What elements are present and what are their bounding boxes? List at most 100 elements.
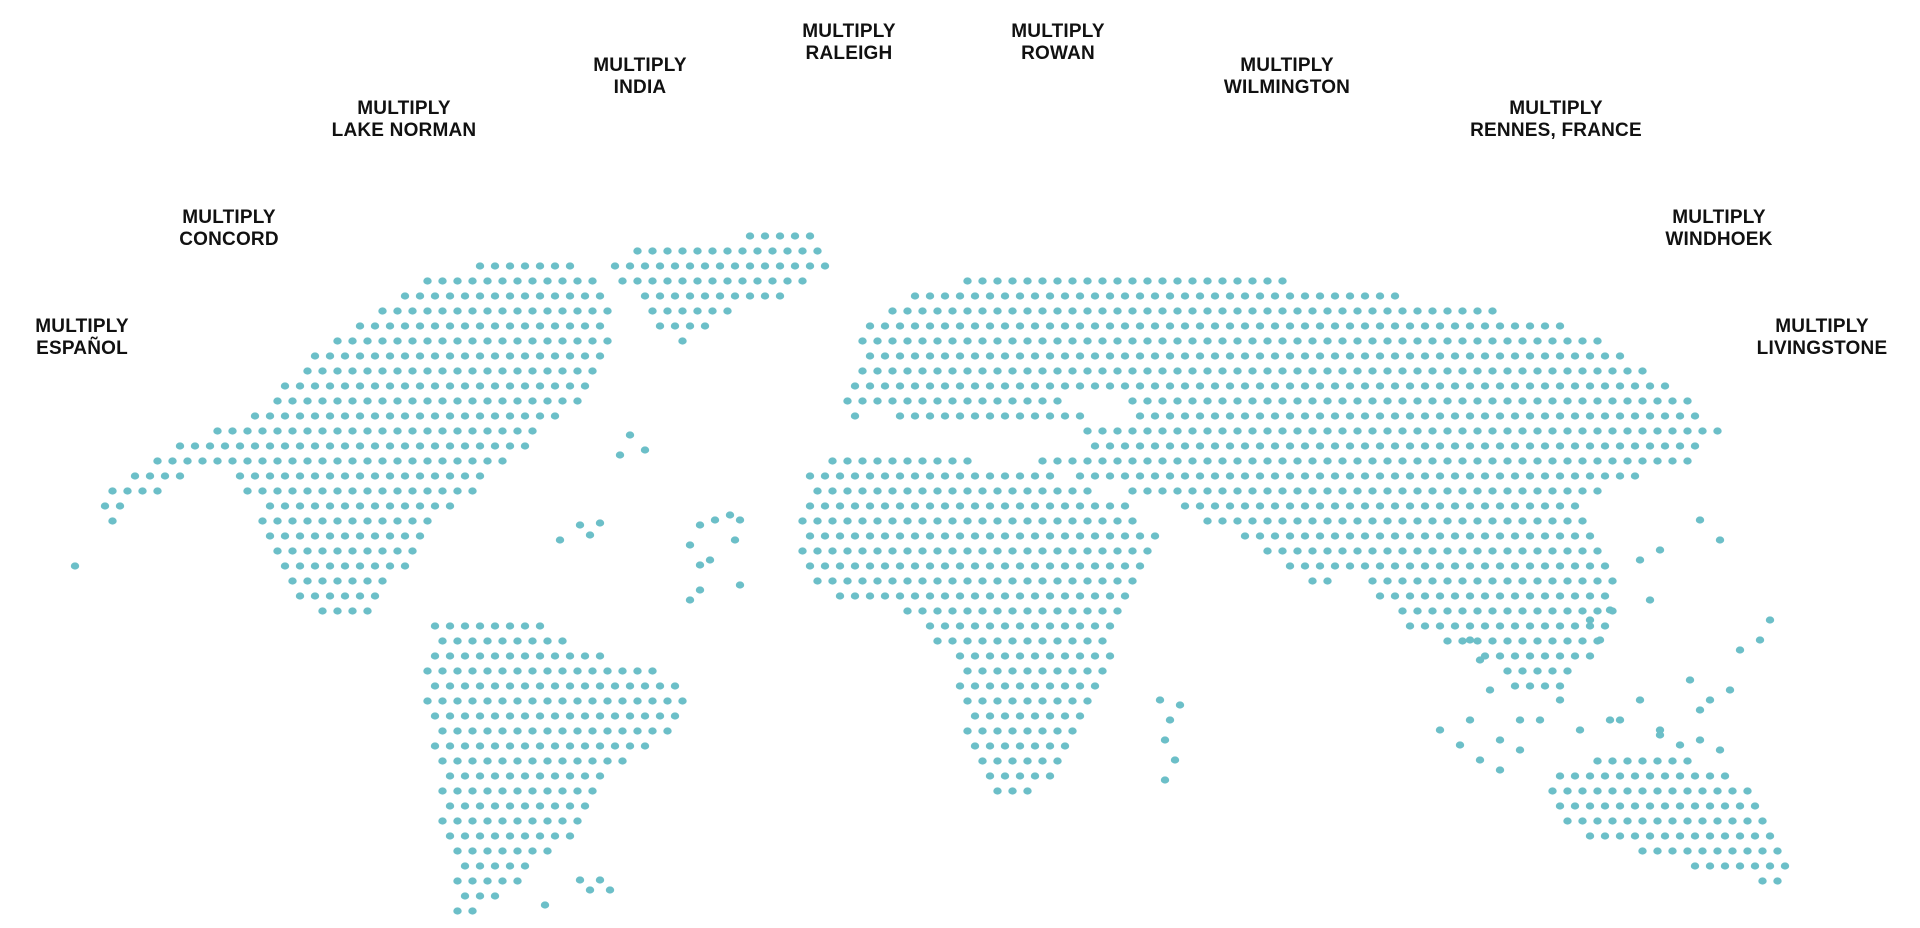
- map-dot: [1518, 637, 1527, 645]
- map-dot: [115, 502, 125, 510]
- map-dot: [798, 277, 807, 285]
- map-dot: [550, 352, 560, 360]
- location-link-wilmington[interactable]: MULTIPLY WILMINGTON: [1224, 55, 1350, 99]
- map-dot: [1555, 502, 1565, 510]
- map-dot: [565, 772, 575, 780]
- map-dot: [1278, 517, 1287, 525]
- map-dot: [273, 487, 282, 495]
- map-dot: [573, 667, 582, 675]
- map-dot: [1255, 532, 1265, 540]
- map-dot: [1248, 337, 1257, 345]
- map-dot: [1195, 382, 1205, 390]
- location-link-espanol[interactable]: MULTIPLY ESPAÑOL: [35, 316, 128, 360]
- location-link-livingstone[interactable]: MULTIPLY LIVINGSTONE: [1757, 316, 1888, 360]
- map-dot: [1623, 787, 1632, 795]
- map-dot: [310, 472, 320, 480]
- map-dot: [1518, 337, 1527, 345]
- map-dot: [453, 277, 462, 285]
- map-dot: [1600, 562, 1610, 570]
- map-dot: [505, 682, 515, 690]
- map-dot: [1390, 472, 1400, 480]
- map-dot: [1120, 382, 1130, 390]
- map-dot: [1248, 517, 1257, 525]
- map-dot: [1030, 712, 1040, 720]
- map-dot: [1353, 517, 1362, 525]
- map-dot: [1038, 277, 1047, 285]
- map-dot: [1683, 847, 1692, 855]
- map-dot: [400, 322, 410, 330]
- map-dot: [475, 292, 485, 300]
- map-dot: [745, 292, 755, 300]
- map-dot: [550, 652, 560, 660]
- map-dot: [1615, 716, 1625, 724]
- map-dot: [1728, 847, 1737, 855]
- map-dot: [295, 562, 305, 570]
- map-dot: [730, 292, 740, 300]
- map-dot: [1555, 622, 1565, 630]
- location-link-lake-norman[interactable]: MULTIPLY LAKE NORMAN: [332, 98, 477, 142]
- map-dot: [1503, 637, 1512, 645]
- map-dot: [678, 277, 687, 285]
- map-dot: [295, 502, 305, 510]
- map-dot: [1473, 607, 1482, 615]
- map-dot: [588, 757, 597, 765]
- map-dot: [445, 472, 455, 480]
- map-dot: [1000, 592, 1010, 600]
- map-dot: [1255, 502, 1265, 510]
- map-dot: [1420, 472, 1430, 480]
- map-dot: [903, 367, 912, 375]
- map-dot: [1360, 442, 1370, 450]
- map-dot: [603, 337, 612, 345]
- map-dot: [1113, 607, 1122, 615]
- map-dot: [925, 532, 935, 540]
- map-dot: [1473, 517, 1482, 525]
- map-dot: [393, 487, 402, 495]
- map-dot: [1360, 472, 1370, 480]
- map-dot: [820, 562, 830, 570]
- location-link-rowan[interactable]: MULTIPLY ROWAN: [1011, 21, 1104, 65]
- map-dot: [1300, 412, 1310, 420]
- map-dot: [475, 322, 485, 330]
- map-dot: [948, 637, 957, 645]
- map-dot: [273, 397, 282, 405]
- map-dot: [843, 547, 852, 555]
- map-dot: [1053, 487, 1062, 495]
- location-link-raleigh[interactable]: MULTIPLY RALEIGH: [802, 21, 895, 65]
- map-dot: [565, 292, 575, 300]
- map-dot: [513, 277, 522, 285]
- map-dot: [1345, 502, 1355, 510]
- map-dot: [1030, 412, 1040, 420]
- map-dot: [865, 472, 875, 480]
- location-link-india[interactable]: MULTIPLY INDIA: [593, 55, 686, 99]
- map-dot: [325, 562, 335, 570]
- map-dot: [445, 382, 455, 390]
- map-dot: [288, 397, 297, 405]
- map-dot: [543, 397, 552, 405]
- map-dot: [1128, 397, 1137, 405]
- map-dot: [1555, 382, 1565, 390]
- map-dot: [735, 581, 745, 589]
- map-dot: [438, 367, 447, 375]
- map-dot: [370, 412, 380, 420]
- map-dot: [1233, 307, 1242, 315]
- map-dot: [1458, 517, 1467, 525]
- map-dot: [1548, 607, 1557, 615]
- map-dot: [1045, 562, 1055, 570]
- map-dot: [400, 442, 410, 450]
- location-link-concord[interactable]: MULTIPLY CONCORD: [179, 207, 279, 251]
- location-link-rennes[interactable]: MULTIPLY RENNES, FRANCE: [1470, 98, 1642, 142]
- map-dot: [1173, 367, 1182, 375]
- location-link-windhoek[interactable]: MULTIPLY WINDHOEK: [1665, 207, 1772, 251]
- map-dot: [1413, 607, 1422, 615]
- map-dot: [580, 802, 590, 810]
- map-dot: [258, 427, 267, 435]
- map-dot: [558, 667, 567, 675]
- map-dot: [355, 562, 365, 570]
- map-dot: [1695, 706, 1705, 714]
- map-dot: [1615, 472, 1625, 480]
- map-dot: [1405, 412, 1415, 420]
- map-dot: [490, 712, 500, 720]
- map-dot: [1090, 322, 1100, 330]
- map-dot: [453, 487, 462, 495]
- map-dot: [423, 367, 432, 375]
